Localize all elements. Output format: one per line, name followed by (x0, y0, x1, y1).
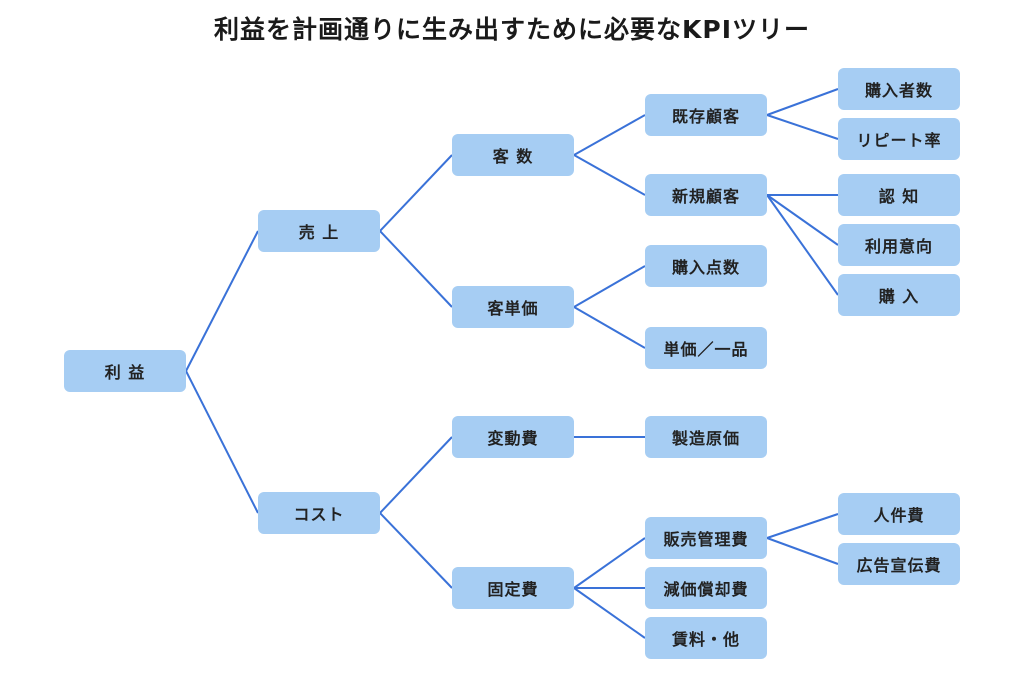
node-new-customers: 新規顧客 (645, 174, 767, 216)
connector-customers-new (573, 154, 646, 196)
node-sga: 販売管理費 (645, 517, 767, 559)
connector-sales-unit_price (379, 230, 453, 308)
node-awareness: 認 知 (838, 174, 960, 216)
node-repeat-rate: リピート率 (838, 118, 960, 160)
node-variable-cost: 変動費 (452, 416, 574, 458)
node-items-purchased: 購入点数 (645, 245, 767, 287)
connector-existing-buyers (766, 88, 839, 116)
node-personnel: 人件費 (838, 493, 960, 535)
node-fixed-cost: 固定費 (452, 567, 574, 609)
node-sales: 売 上 (258, 210, 380, 252)
node-cost: コスト (258, 492, 380, 534)
node-purchase: 購 入 (838, 274, 960, 316)
node-rent-other: 賃料・他 (645, 617, 767, 659)
connector-sales-customers (379, 154, 453, 232)
node-unit-price: 客単価 (452, 286, 574, 328)
node-buyers: 購入者数 (838, 68, 960, 110)
connector-customers-existing (573, 114, 646, 156)
connector-sga-personnel (766, 513, 839, 539)
node-advertising: 広告宣伝費 (838, 543, 960, 585)
connector-unit_price-price_per_item (573, 306, 646, 349)
connector-profit-sales (185, 230, 259, 372)
connector-cost-fixed_cost (379, 512, 453, 589)
connector-unit_price-items (573, 265, 646, 308)
node-existing-customers: 既存顧客 (645, 94, 767, 136)
node-customers: 客 数 (452, 134, 574, 176)
connector-new-purchase (766, 194, 839, 296)
connector-existing-repeat (766, 114, 839, 140)
connector-fixed_cost-sga (573, 537, 646, 589)
connector-profit-cost (185, 370, 259, 514)
node-price-per-item: 単価／一品 (645, 327, 767, 369)
node-profit: 利 益 (64, 350, 186, 392)
connector-new-intent (766, 194, 839, 246)
node-manufacturing-cost: 製造原価 (645, 416, 767, 458)
node-depreciation: 減価償却費 (645, 567, 767, 609)
node-usage-intent: 利用意向 (838, 224, 960, 266)
connector-cost-variable_cost (379, 436, 453, 514)
page-title: 利益を計画通りに生み出すために必要なKPIツリー (214, 15, 810, 44)
connector-fixed_cost-rent (573, 587, 646, 639)
connector-sga-ads (766, 537, 839, 565)
